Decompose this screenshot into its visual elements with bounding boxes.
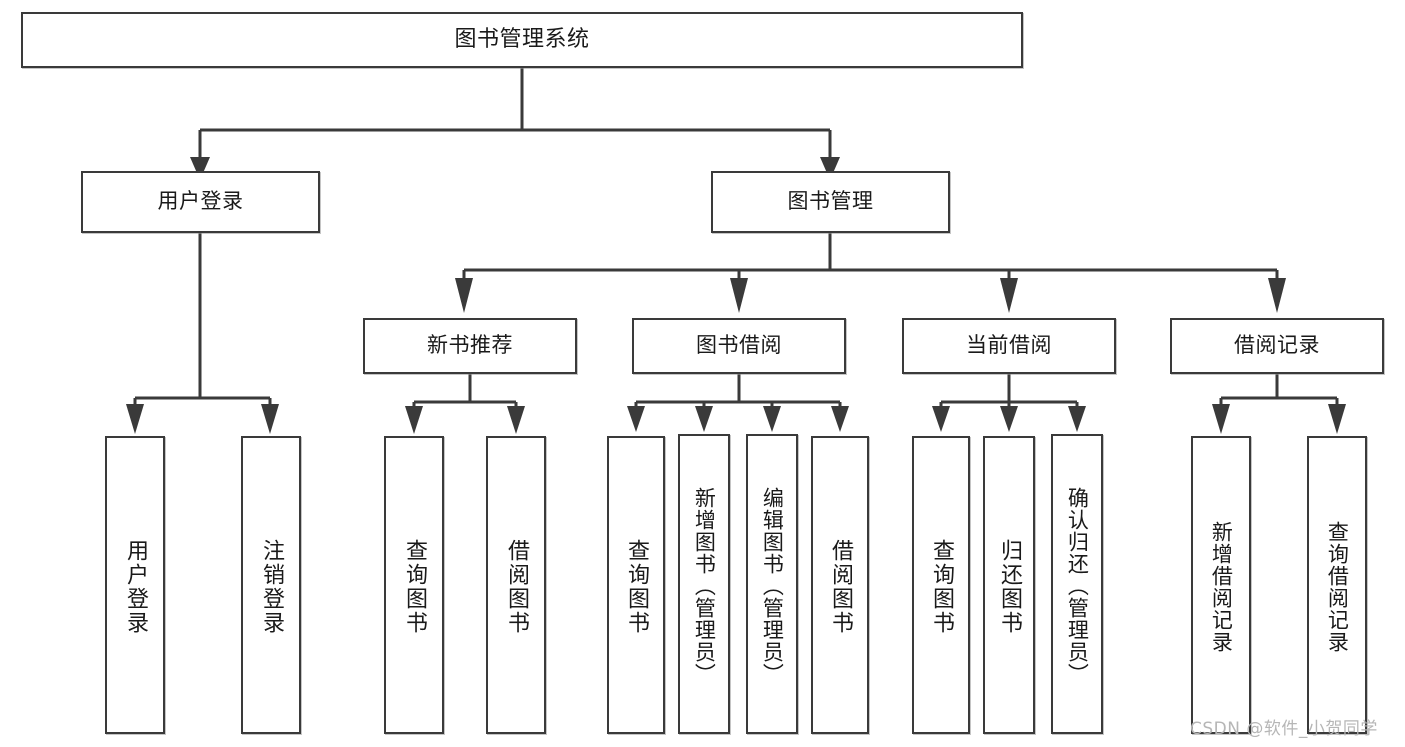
leaf-book-borrow-query[interactable]: 查询图书 [607, 436, 665, 734]
node-label: 归还图书 [996, 539, 1022, 635]
node-label: 编辑图书（管理员） [760, 487, 785, 685]
watermark-text: CSDN @软件_小贺同学 [1190, 719, 1378, 739]
node-label: 查询图书 [401, 539, 427, 635]
node-label: 用户登录 [122, 539, 148, 635]
node-current-borrow[interactable]: 当前借阅 [902, 318, 1116, 374]
leaf-current-borrow-query[interactable]: 查询图书 [912, 436, 970, 734]
leaf-current-borrow-return[interactable]: 归还图书 [983, 436, 1035, 734]
node-label: 借阅记录 [1234, 333, 1320, 358]
node-label: 查询借阅记录 [1325, 521, 1350, 653]
node-user-login[interactable]: 用户登录 [81, 171, 320, 233]
node-label: 新增借阅记录 [1209, 521, 1234, 653]
node-new-book-recommend[interactable]: 新书推荐 [363, 318, 577, 374]
node-label: 确认归还（管理员） [1065, 487, 1090, 685]
node-label: 当前借阅 [966, 333, 1052, 358]
node-label: 新增图书（管理员） [692, 487, 717, 685]
leaf-borrow-record-query[interactable]: 查询借阅记录 [1307, 436, 1367, 734]
node-label: 借阅图书 [827, 539, 853, 635]
node-book-management[interactable]: 图书管理 [711, 171, 950, 233]
leaf-new-book-query[interactable]: 查询图书 [384, 436, 444, 734]
leaf-user-login-login[interactable]: 用户登录 [105, 436, 165, 734]
leaf-borrow-record-add[interactable]: 新增借阅记录 [1191, 436, 1251, 734]
leaf-new-book-borrow[interactable]: 借阅图书 [486, 436, 546, 734]
node-label: 注销登录 [258, 539, 284, 635]
node-book-borrow[interactable]: 图书借阅 [632, 318, 846, 374]
node-label: 查询图书 [623, 539, 649, 635]
leaf-book-borrow-add[interactable]: 新增图书（管理员） [678, 434, 730, 734]
node-label: 图书管理 [787, 189, 874, 214]
leaf-book-borrow-lend[interactable]: 借阅图书 [811, 436, 869, 734]
node-label: 图书借阅 [696, 333, 782, 358]
leaf-current-borrow-confirm[interactable]: 确认归还（管理员） [1051, 434, 1103, 734]
node-label: 用户登录 [157, 189, 244, 214]
node-root-system[interactable]: 图书管理系统 [21, 12, 1023, 68]
node-label: 查询图书 [928, 539, 954, 635]
leaf-user-login-logout[interactable]: 注销登录 [241, 436, 301, 734]
node-label: 借阅图书 [503, 539, 529, 635]
node-label: 图书管理系统 [454, 26, 590, 52]
node-borrow-record[interactable]: 借阅记录 [1170, 318, 1384, 374]
node-label: 新书推荐 [427, 333, 513, 358]
leaf-book-borrow-edit[interactable]: 编辑图书（管理员） [746, 434, 798, 734]
